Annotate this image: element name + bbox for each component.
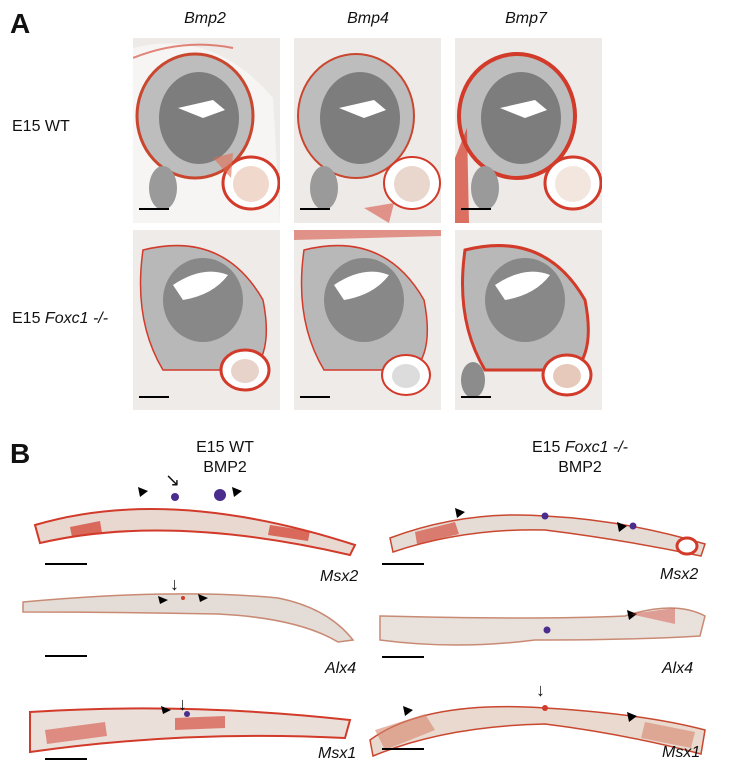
arrow-icon: ↓ bbox=[170, 574, 179, 594]
scale-bar bbox=[300, 208, 330, 210]
section-wt-msx1 bbox=[25, 702, 355, 762]
section-foxc1-msx2 bbox=[385, 500, 710, 562]
section-wt-msx2 bbox=[30, 485, 360, 565]
section-foxc1-alx4 bbox=[375, 600, 710, 660]
micrograph-foxc1-bmp4 bbox=[294, 230, 441, 410]
condition-title-wt: E15 WT BMP2 bbox=[196, 439, 254, 476]
micrograph-wt-bmp4 bbox=[294, 38, 441, 223]
panel-a-letter: A bbox=[10, 8, 31, 39]
scale-bar bbox=[139, 208, 169, 210]
micrograph-foxc1-bmp7 bbox=[455, 230, 602, 410]
scale-bar bbox=[45, 655, 87, 657]
gene-label-msx1-right: Msx1 bbox=[662, 744, 701, 761]
gene-label-msx2-left: Msx2 bbox=[320, 568, 359, 585]
row-label-wt: E15 WT bbox=[12, 118, 70, 135]
scale-bar bbox=[45, 563, 87, 565]
scale-bar bbox=[45, 758, 87, 760]
arrow-icon: ↓ bbox=[536, 680, 545, 700]
arrow-icon: ↓ bbox=[178, 694, 187, 714]
gene-label-msx1-left: Msx1 bbox=[318, 745, 357, 762]
section-foxc1-msx1 bbox=[365, 700, 710, 758]
gene-header-bmp7: Bmp7 bbox=[505, 10, 547, 27]
scale-bar bbox=[382, 656, 424, 658]
scale-bar bbox=[139, 396, 169, 398]
scale-bar bbox=[300, 396, 330, 398]
gene-label-alx4-right: Alx4 bbox=[662, 660, 694, 677]
scale-bar bbox=[382, 748, 424, 750]
section-wt-alx4 bbox=[18, 588, 358, 643]
scale-bar bbox=[461, 208, 491, 210]
micrograph-wt-bmp2 bbox=[133, 38, 280, 223]
gene-header-bmp4: Bmp4 bbox=[347, 10, 389, 27]
gene-label-msx2-right: Msx2 bbox=[660, 566, 699, 583]
condition-title-foxc1: E15 Foxc1 -/- BMP2 bbox=[531, 439, 629, 476]
gene-label-alx4-left: Alx4 bbox=[325, 660, 357, 677]
micrograph-wt-bmp7 bbox=[455, 38, 602, 223]
micrograph-foxc1-bmp2 bbox=[133, 230, 280, 410]
scale-bar bbox=[382, 563, 424, 565]
panel-b-letter: B bbox=[10, 438, 31, 469]
row-label-foxc1: E15 Foxc1 -/- bbox=[12, 310, 109, 327]
arrow-icon: ↘ bbox=[165, 470, 181, 490]
gene-header-bmp2: Bmp2 bbox=[184, 10, 226, 27]
scale-bar bbox=[461, 396, 491, 398]
